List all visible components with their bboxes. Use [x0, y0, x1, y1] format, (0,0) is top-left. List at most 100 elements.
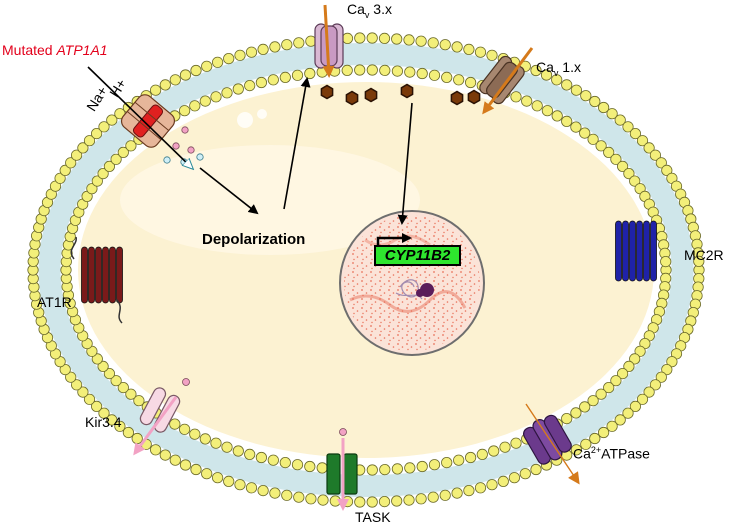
phospholipid-head [232, 445, 244, 457]
phospholipid-head [580, 90, 592, 102]
phospholipid-head [245, 482, 258, 494]
phospholipid-head [416, 67, 428, 80]
phospholipid-head [117, 381, 129, 394]
phospholipid-head [597, 426, 610, 439]
phospholipid-head [59, 164, 71, 176]
phospholipid-head [91, 353, 103, 365]
phospholipid-head [106, 114, 118, 126]
phospholipid-head [244, 80, 256, 92]
phospholipid-head [110, 375, 122, 387]
phospholipid-head [616, 160, 629, 172]
phospholipid-head [463, 484, 475, 497]
nucleus [339, 210, 485, 356]
phospholipid-head [623, 168, 635, 180]
cav1-channel [479, 55, 525, 105]
phospholipid-head [403, 34, 415, 46]
phospholipid-head [98, 121, 110, 133]
phospholipid-head [201, 60, 213, 72]
phospholipid-head [661, 164, 673, 176]
phospholipid-head [269, 41, 281, 53]
phospholipid-head [97, 360, 109, 372]
phospholipid-head [210, 91, 222, 103]
phospholipid-head [257, 484, 269, 497]
phospholipid-head [169, 418, 181, 430]
phospholipid-head [267, 74, 279, 86]
ca-atpase-suffix: ATPase [601, 445, 650, 462]
phospholipid-head [622, 407, 634, 419]
phospholipid-head [86, 183, 98, 195]
transmembrane-helix [88, 246, 95, 304]
phospholipid-head [159, 449, 171, 461]
calcium-ions [320, 83, 481, 106]
phospholipid-head [117, 146, 129, 158]
phospholipid-head [201, 468, 213, 480]
phospholipid-head [378, 495, 391, 508]
na-h-flux-arrow [87, 66, 192, 168]
phospholipid-head [474, 46, 487, 58]
phospholipid-head [655, 371, 667, 383]
transmembrane-helix [629, 220, 636, 282]
phospholipid-head [169, 454, 181, 466]
phospholipid-head [65, 371, 77, 383]
sodium-ions [163, 126, 347, 436]
phospholipid-head [497, 475, 509, 487]
ca-atpase-label: Ca2+ATPase [573, 446, 650, 461]
phospholipid-head [589, 432, 601, 445]
phospholipid-head [341, 32, 354, 45]
phospholipid-head [551, 74, 563, 86]
phospholipid-head [404, 66, 416, 78]
phospholipid-head [234, 49, 246, 61]
phospholipid-head [91, 400, 103, 412]
phospholipid-head [415, 35, 427, 47]
phospholipid-head [210, 437, 222, 449]
phospholipid-head [98, 407, 110, 419]
phospholipid-head [71, 149, 83, 161]
cav1-text: Ca [536, 59, 554, 75]
phospholipid-head [106, 414, 118, 426]
phospholipid-head [595, 388, 607, 400]
phospholipid-head [453, 74, 465, 86]
phospholipid-head [83, 393, 96, 405]
phospholipid-head [629, 128, 642, 140]
transmembrane-helix [95, 246, 102, 304]
phospholipid-head [221, 87, 233, 99]
phospholipid-head [391, 33, 403, 45]
phospholipid-head [304, 67, 316, 80]
vesicle [237, 112, 253, 128]
cav3-channel [314, 23, 344, 69]
phospholipid-head [244, 448, 256, 460]
calcium-ion [400, 83, 414, 99]
phospholipid-head [464, 451, 477, 464]
phospholipid-head [279, 456, 291, 469]
phospholipid-head [636, 135, 649, 147]
phospholipid-head [603, 146, 615, 158]
phospholipid-head [122, 426, 134, 439]
phospholipid-head [606, 420, 618, 432]
phospholipid-head [428, 459, 441, 471]
phospholipid-head [541, 105, 554, 117]
phospholipid-head [441, 71, 453, 84]
phospholipid-head [453, 454, 465, 466]
phospholipid-head [404, 462, 416, 474]
phospholipid-head [159, 79, 171, 91]
phospholipid-head [561, 79, 573, 91]
phospholipid-head [150, 84, 162, 96]
phospholipid-head [65, 157, 77, 169]
phospholipid-head [378, 32, 391, 45]
transmembrane-helix [643, 220, 650, 282]
kir-efflux-arrow [133, 396, 178, 456]
phospholipid-head [245, 46, 258, 58]
calcium-to-nucleus-arrow [397, 102, 413, 225]
phospholipid-head [643, 142, 655, 154]
phospholipid-head [305, 493, 317, 505]
phospholipid-head [693, 255, 705, 267]
phospholipid-head [622, 121, 634, 133]
cyp11b2-gene: CYP11B2 [374, 245, 461, 266]
phospholipid-head [629, 353, 641, 365]
pump-to-depolarization-arrow [199, 167, 259, 215]
phospholipid-head [54, 172, 66, 184]
phospholipid-head [610, 375, 622, 387]
phospholipid-head [83, 135, 96, 147]
at1r-receptor [70, 236, 123, 324]
membrane-core [38, 43, 694, 497]
